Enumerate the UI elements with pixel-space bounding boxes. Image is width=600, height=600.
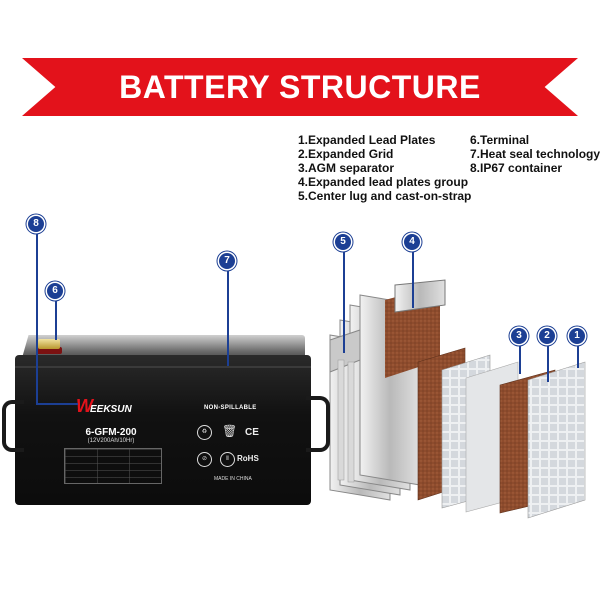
heat-seal-seam (15, 366, 311, 368)
ce-mark: CE (245, 427, 259, 438)
marker-3-line (519, 342, 521, 374)
model-label: 6-GFM-200 (85, 427, 137, 438)
handle-left (2, 400, 24, 452)
legend-list-right: 6.Terminal 7.Heat seal technology 8.IP67… (470, 133, 600, 175)
marker-4: 4 (404, 234, 420, 250)
legend-item-6: 6.Terminal (470, 133, 530, 147)
info-icon: Ⅱ (220, 452, 235, 467)
marker-7-line (227, 266, 229, 366)
non-spillable-label: NON-SPILLABLE (204, 405, 257, 411)
marker-1-line (577, 342, 579, 368)
spec-table (64, 448, 162, 484)
spec-label: (12V200Ah/10Hr) (87, 438, 135, 444)
legend-item-1: 1.Expanded Lead Plates (298, 133, 436, 147)
made-in-label: MADE IN CHINA (214, 476, 252, 482)
legend-item-2: 2.Expanded Grid (298, 147, 394, 161)
legend-item-7: 7.Heat seal technology (470, 147, 600, 161)
marker-3: 3 (511, 328, 527, 344)
marker-2-line (547, 342, 549, 382)
terminal-base (36, 347, 62, 354)
recycle-icon: ♻ (197, 425, 212, 440)
logo-w-mark: W (76, 396, 93, 416)
expanded-lead-plate (527, 361, 586, 519)
legend-item-8: 8.IP67 container (470, 161, 563, 175)
marker-6: 6 (47, 283, 63, 299)
rohs-mark: RoHS (237, 454, 259, 463)
page-title: BATTERY STRUCTURE (119, 69, 481, 105)
marker-8: 8 (28, 216, 44, 232)
marker-7: 7 (219, 253, 235, 269)
brand-text: EEKSUN (90, 404, 132, 415)
marker-1: 1 (569, 328, 585, 344)
no-fire-icon: ⊘ (197, 452, 212, 467)
title-banner (22, 58, 578, 116)
legend-item-4: 4.Expanded lead plates group (298, 175, 469, 189)
legend-list-left: 1.Expanded Lead Plates 2.Expanded Grid 3… (298, 133, 471, 203)
marker-5-line (343, 248, 345, 353)
marker-8-line-h (36, 403, 78, 405)
battery-body (15, 355, 311, 505)
legend-item-3: 3.AGM separator (298, 161, 395, 175)
plate-group (329, 279, 446, 501)
marker-4-line (412, 248, 414, 308)
marker-8-line (36, 230, 38, 404)
legend-item-5: 5.Center lug and cast-on-strap (298, 189, 472, 203)
marker-6-line (55, 296, 57, 340)
marker-2: 2 (539, 328, 555, 344)
terminal (38, 339, 60, 349)
handle-right (306, 396, 330, 452)
bin-icon: 🗑 (222, 424, 238, 438)
marker-5: 5 (335, 234, 351, 250)
